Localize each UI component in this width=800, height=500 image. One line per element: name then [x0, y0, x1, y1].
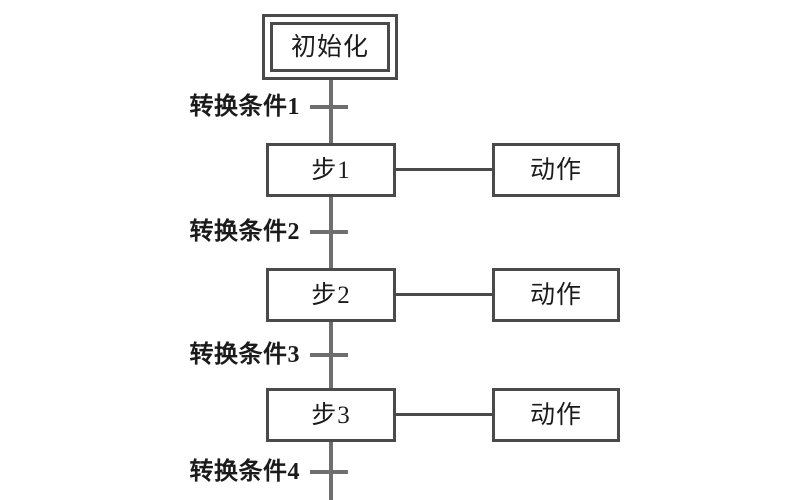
transition-label-3: 转换条件3: [189, 342, 300, 368]
transition-tick-2[interactable]: [310, 230, 348, 234]
action-link-1: [396, 168, 492, 171]
action-label-3: 动作: [529, 401, 582, 429]
step-label-2: 步2: [311, 281, 351, 309]
transition-tick-4[interactable]: [310, 470, 348, 474]
step-label-1: 步1: [311, 156, 351, 184]
transition-label-2: 转换条件2: [189, 219, 300, 245]
transition-tick-1[interactable]: [310, 105, 348, 109]
action-box-1[interactable]: 动作: [492, 143, 620, 197]
action-link-2: [396, 293, 492, 296]
initial-step-label: 初始化: [290, 33, 369, 61]
action-link-3: [396, 413, 492, 416]
transition-label-1: 转换条件1: [189, 94, 300, 120]
step-box-1[interactable]: 步1: [266, 143, 396, 197]
action-box-2[interactable]: 动作: [492, 268, 620, 322]
step-box-3[interactable]: 步3: [266, 388, 396, 442]
initial-step-box[interactable]: 初始化: [262, 14, 398, 80]
step-box-2[interactable]: 步2: [266, 268, 396, 322]
transition-label-4: 转换条件4: [189, 459, 300, 485]
rail-initial-to-step1: [329, 80, 333, 143]
step-label-3: 步3: [311, 401, 351, 429]
action-label-1: 动作: [529, 156, 582, 184]
initial-step-inner-border: 初始化: [270, 22, 390, 72]
action-box-3[interactable]: 动作: [492, 388, 620, 442]
action-label-2: 动作: [529, 281, 582, 309]
transition-tick-3[interactable]: [310, 353, 348, 357]
